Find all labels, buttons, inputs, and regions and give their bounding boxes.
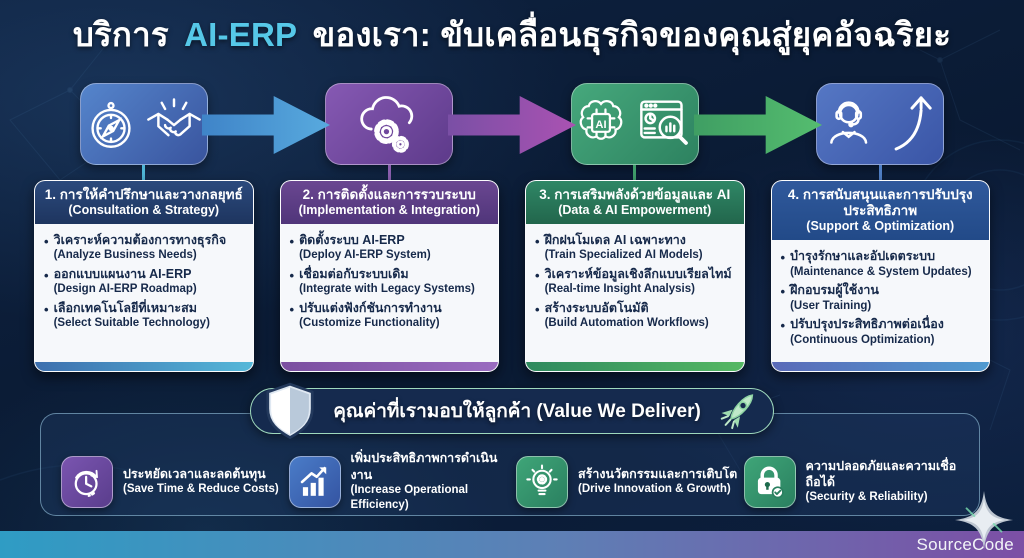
rocket-icon [713,385,765,439]
value-item-4: ความปลอดภัยและความเชื่อถือได้ (Security … [738,455,966,508]
step-column-2: 2. การติดตั้งและการรวบระบบ (Implementati… [279,83,499,375]
shield-icon [263,382,317,442]
step3-icon-box: AI [570,83,699,165]
bullet-item: บำรุงรักษาและอัปเดตระบบ (Maintenance & S… [781,249,983,279]
value-item-3: สร้างนวัตกรรมและการเติบโต (Drive Innovat… [510,455,738,508]
step4-bullets: บำรุงรักษาและอัปเดตระบบ (Maintenance & S… [772,240,990,362]
sparkle-icon [953,489,1015,551]
title-post: ของเรา: ขับเคลื่อนธุรกิจของคุณสู่ยุคอัจฉ… [312,16,952,53]
clock-rotate-icon [61,455,113,508]
value-banner-label: คุณค่าที่เรามอบให้ลูกค้า (Value We Deliv… [333,401,701,422]
bullet-item: วิเคราะห์ความต้องการทางธุรกิจ (Analyze B… [44,233,246,263]
window-search-icon [639,100,688,145]
bullet-item: เชื่อมต่อกับระบบเดิม (Integrate with Leg… [290,267,492,297]
value-items-row: ประหยัดเวลาและลดต้นทุน (Save Time & Redu… [55,451,966,511]
step4-card: 4. การสนับสนุนและการปรับปรุงประสิทธิภาพ … [770,180,990,372]
card-accent-bar [526,362,744,371]
step1-icon-box [79,83,208,165]
value2-th: เพิ่มประสิทธิภาพการดำเนินงาน [350,451,498,482]
step-column-4: 4. การสนับสนุนและการปรับปรุงประสิทธิภาพ … [770,83,990,375]
growth-arrow-icon [894,96,932,151]
bullet-item: เลือกเทคโนโลยีที่เหมาะสม (Select Suitabl… [44,301,246,331]
chart-growth-icon [288,455,341,508]
step1-header-en: (Consultation & Strategy) [68,203,220,218]
value4-th: ความปลอดภัยและความเชื่อถือได้ [805,458,957,490]
step-column-1: 1. การให้คำปรึกษาและวางกลยุทธ์ (Consulta… [34,83,254,375]
value1-th: ประหยัดเวลาและลดต้นทุน [123,466,266,481]
step4-header-en: (Support & Optimization) [806,219,955,234]
step2-icon-box [325,83,454,165]
connector-line [633,165,637,180]
ai-brain-icon: AI [579,100,623,140]
bullet-item: วิเคราะห์ข้อมูลเชิงลึกแบบเรียลไทม์ (Real… [535,267,737,297]
step-column-3: AI 3. การเสริมพลังด้วยข้อมูลและ AI (Data… [525,83,745,375]
card-accent-bar [35,362,253,371]
bullet-item: ปรับปรุงประสิทธิภาพต่อเนื่อง (Continuous… [781,317,983,347]
step3-card: 3. การเสริมพลังด้วยข้อมูลและ AI (Data & … [525,180,745,372]
bullet-item: ฝึกฝนโมเดล AI เฉพาะทาง (Train Specialize… [535,233,737,263]
step3-header: 3. การเสริมพลังด้วยข้อมูลและ AI (Data & … [526,181,744,224]
page-title: บริการ AI-ERP ของเรา: ขับเคลื่อนธุรกิจขอ… [0,8,1024,61]
cloud-gears-icon [360,96,414,153]
bullet-item: ติดตั้งระบบ AI-ERP (Deploy AI-ERP System… [290,233,492,263]
step1-bullets: วิเคราะห์ความต้องการทางธุรกิจ (Analyze B… [35,224,253,362]
value2-en: (Increase Operational Efficiency) [350,483,469,511]
card-accent-bar [280,362,498,371]
step2-header: 2. การติดตั้งและการรวบระบบ (Implementati… [280,181,498,224]
bullet-item: สร้างระบบอัตโนมัติ (Build Automation Wor… [535,301,737,331]
step4-header: 4. การสนับสนุนและการปรับปรุงประสิทธิภาพ … [771,181,989,240]
process-steps: 1. การให้คำปรึกษาและวางกลยุทธ์ (Consulta… [34,83,990,375]
title-highlight: AI-ERP [184,16,298,53]
title-pre: บริการ [72,16,169,53]
step3-bullets: ฝึกฝนโมเดล AI เฉพาะทาง (Train Specialize… [526,224,744,362]
step2-header-th: 2. การติดตั้งและการรวบระบบ [302,187,476,202]
connector-line [878,165,882,180]
value3-en: (Drive Innovation & Growth) [578,483,731,496]
value3-th: สร้างนวัตกรรมและการเติบโต [578,466,738,481]
value-item-1: ประหยัดเวลาและลดต้นทุน (Save Time & Redu… [55,455,283,508]
step1-header: 1. การให้คำปรึกษาและวางกลยุทธ์ (Consulta… [35,181,253,224]
step4-icon-box [816,83,945,165]
bottom-gradient-bar: SourceCode [0,531,1024,558]
value-banner: คุณค่าที่เรามอบให้ลูกค้า (Value We Deliv… [250,382,774,440]
step1-header-th: 1. การให้คำปรึกษาและวางกลยุทธ์ [44,187,243,202]
lock-check-icon [743,455,796,508]
compass-icon [91,101,131,148]
bullet-item: ปรับแต่งฟังก์ชันการทำงาน (Customize Func… [290,301,492,331]
step2-card: 2. การติดตั้งและการรวบระบบ (Implementati… [279,180,499,372]
connector-line [142,165,146,180]
lightbulb-gear-icon [516,455,568,508]
bullet-item: ฝึกอบรมผู้ใช้งาน (User Training) [781,283,983,313]
step1-card: 1. การให้คำปรึกษาและวางกลยุทธ์ (Consulta… [34,180,254,372]
step3-header-th: 3. การเสริมพลังด้วยข้อมูลและ AI [539,187,731,202]
card-accent-bar [771,362,989,371]
value-item-2: เพิ่มประสิทธิภาพการดำเนินงาน (Increase O… [283,450,511,512]
watermark: SourceCode [916,534,1014,554]
support-agent-icon [830,101,868,144]
svg-text:AI: AI [595,119,606,131]
step2-header-en: (Implementation & Integration) [298,203,480,218]
step3-header-en: (Data & AI Empowerment) [558,203,712,218]
value1-en: (Save Time & Reduce Costs) [123,483,279,496]
bullet-item: ออกแบบแผนงาน AI-ERP (Design AI-ERP Roadm… [44,267,246,297]
step4-header-th: 4. การสนับสนุนและการปรับปรุงประสิทธิภาพ [787,187,973,219]
connector-line [387,165,391,180]
handshake-icon [146,98,201,137]
step2-bullets: ติดตั้งระบบ AI-ERP (Deploy AI-ERP System… [281,224,499,362]
value4-en: (Security & Reliability) [805,491,928,504]
